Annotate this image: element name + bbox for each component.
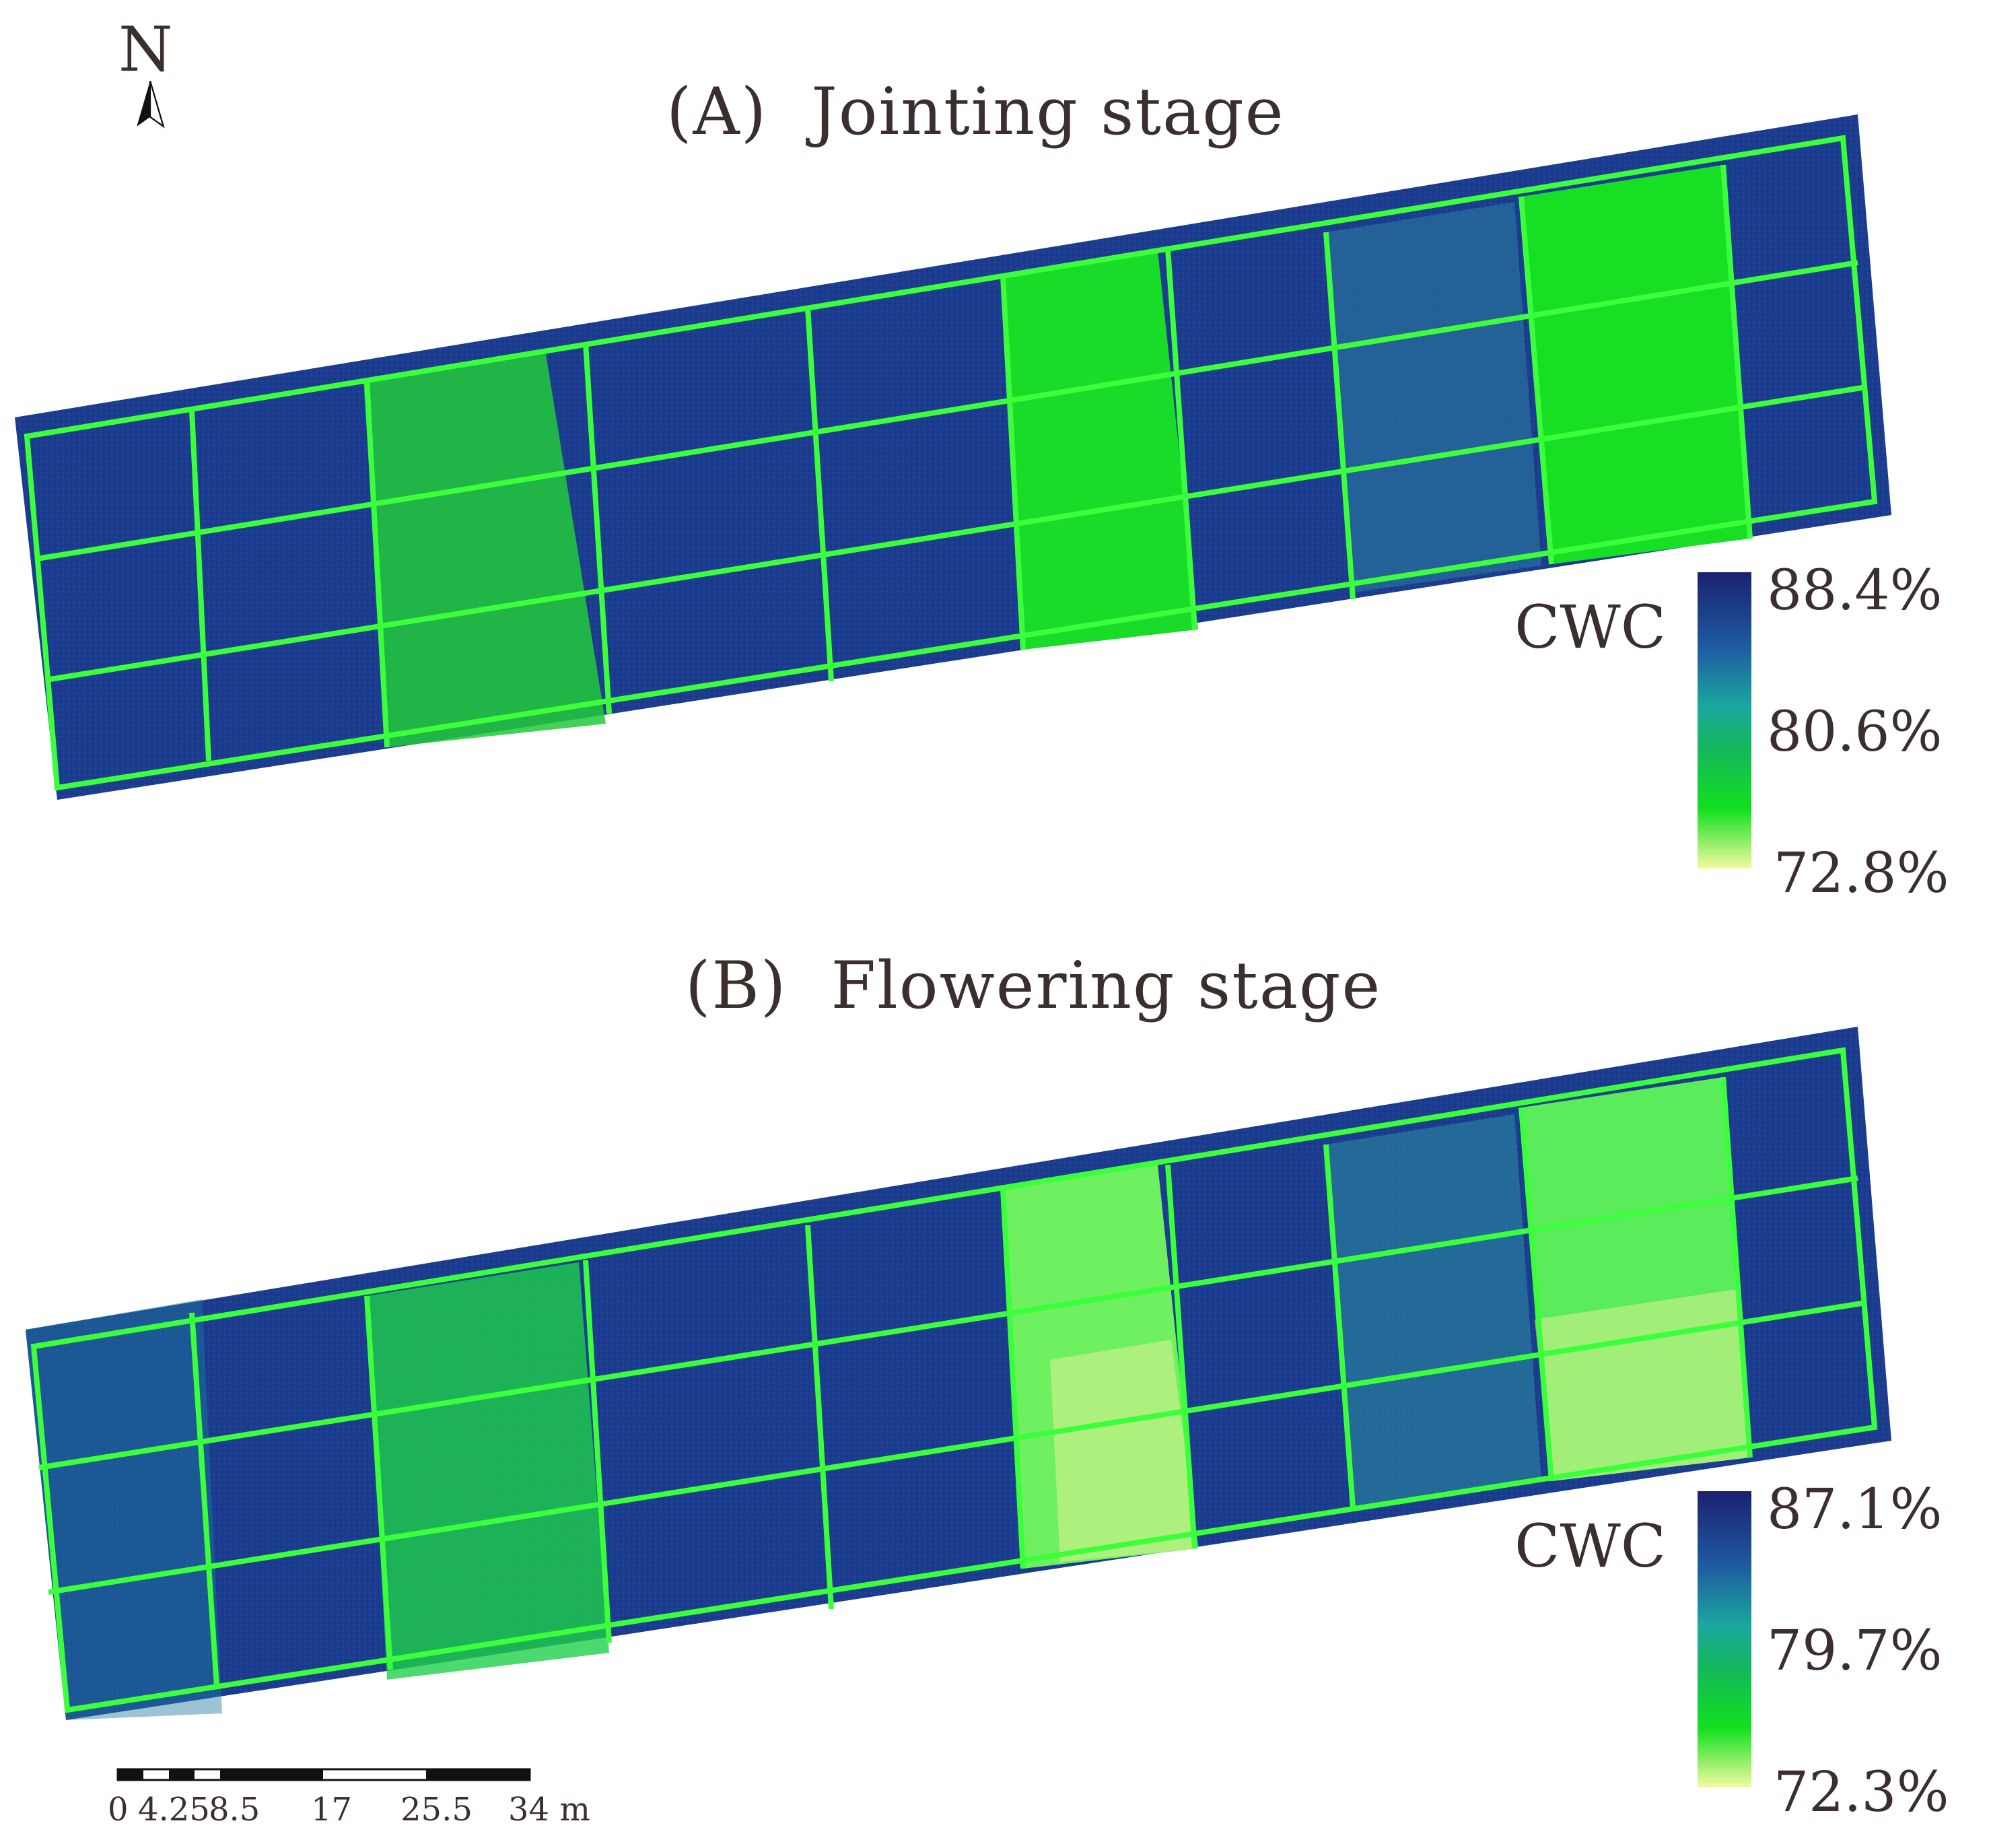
panel-a-legend-mid: 80.6% — [1767, 700, 1943, 764]
scale-tick-label: 4.25 — [138, 1791, 210, 1828]
panel-b-legend-mid: 79.7% — [1767, 1619, 1943, 1683]
panel-b-colorbar — [1698, 1491, 1751, 1787]
panel-a-title: (A) Jointing stage — [666, 74, 1285, 149]
panel-a-colorbar — [1698, 572, 1751, 868]
panel-a-legend-label: CWC — [1514, 592, 1667, 662]
panel-b-field-map — [26, 1027, 1891, 1720]
panel-b-legend-min: 72.3% — [1774, 1760, 1949, 1824]
panel-a-field-map — [15, 114, 1891, 800]
panel-b-legend-label: CWC — [1514, 1511, 1667, 1581]
scale-tick-label: 17 — [311, 1791, 353, 1828]
north-label: N — [118, 13, 173, 85]
scale-tick-label: 34 m — [508, 1791, 590, 1828]
panel-a-legend-min: 72.8% — [1774, 842, 1949, 905]
north-arrow-icon — [137, 81, 165, 129]
scale-tick-label: 25.5 — [400, 1791, 473, 1828]
scale-tick-label: 8.5 — [209, 1791, 260, 1828]
scale-bar — [116, 1768, 531, 1781]
panel-b-legend-max: 87.1% — [1767, 1478, 1943, 1542]
panel-b-title: (B) Flowering stage — [685, 948, 1382, 1023]
panel-a-legend-max: 88.4% — [1767, 559, 1943, 623]
scale-tick-label: 0 — [108, 1791, 129, 1828]
